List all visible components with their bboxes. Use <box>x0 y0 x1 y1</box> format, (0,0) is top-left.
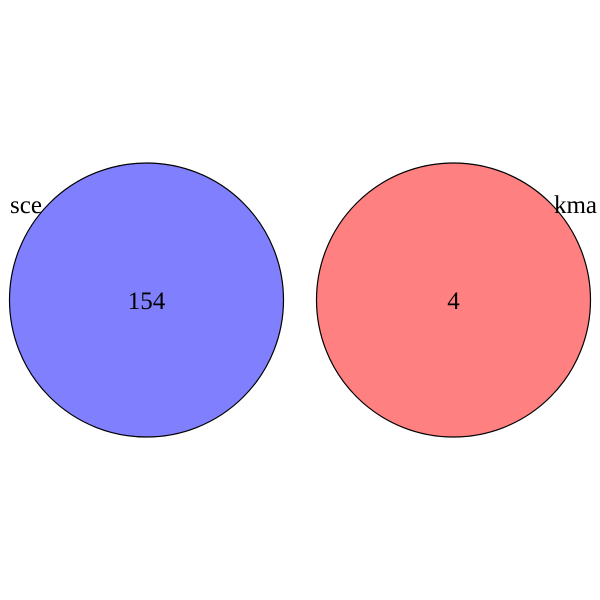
count-sce-only: 154 <box>128 288 166 315</box>
set-circle-kma <box>315 162 592 438</box>
set-circle-sce <box>8 162 285 438</box>
set-label-kma: kma <box>554 192 597 219</box>
count-kma-only: 4 <box>447 288 460 315</box>
set-label-sce: sce <box>10 192 42 219</box>
